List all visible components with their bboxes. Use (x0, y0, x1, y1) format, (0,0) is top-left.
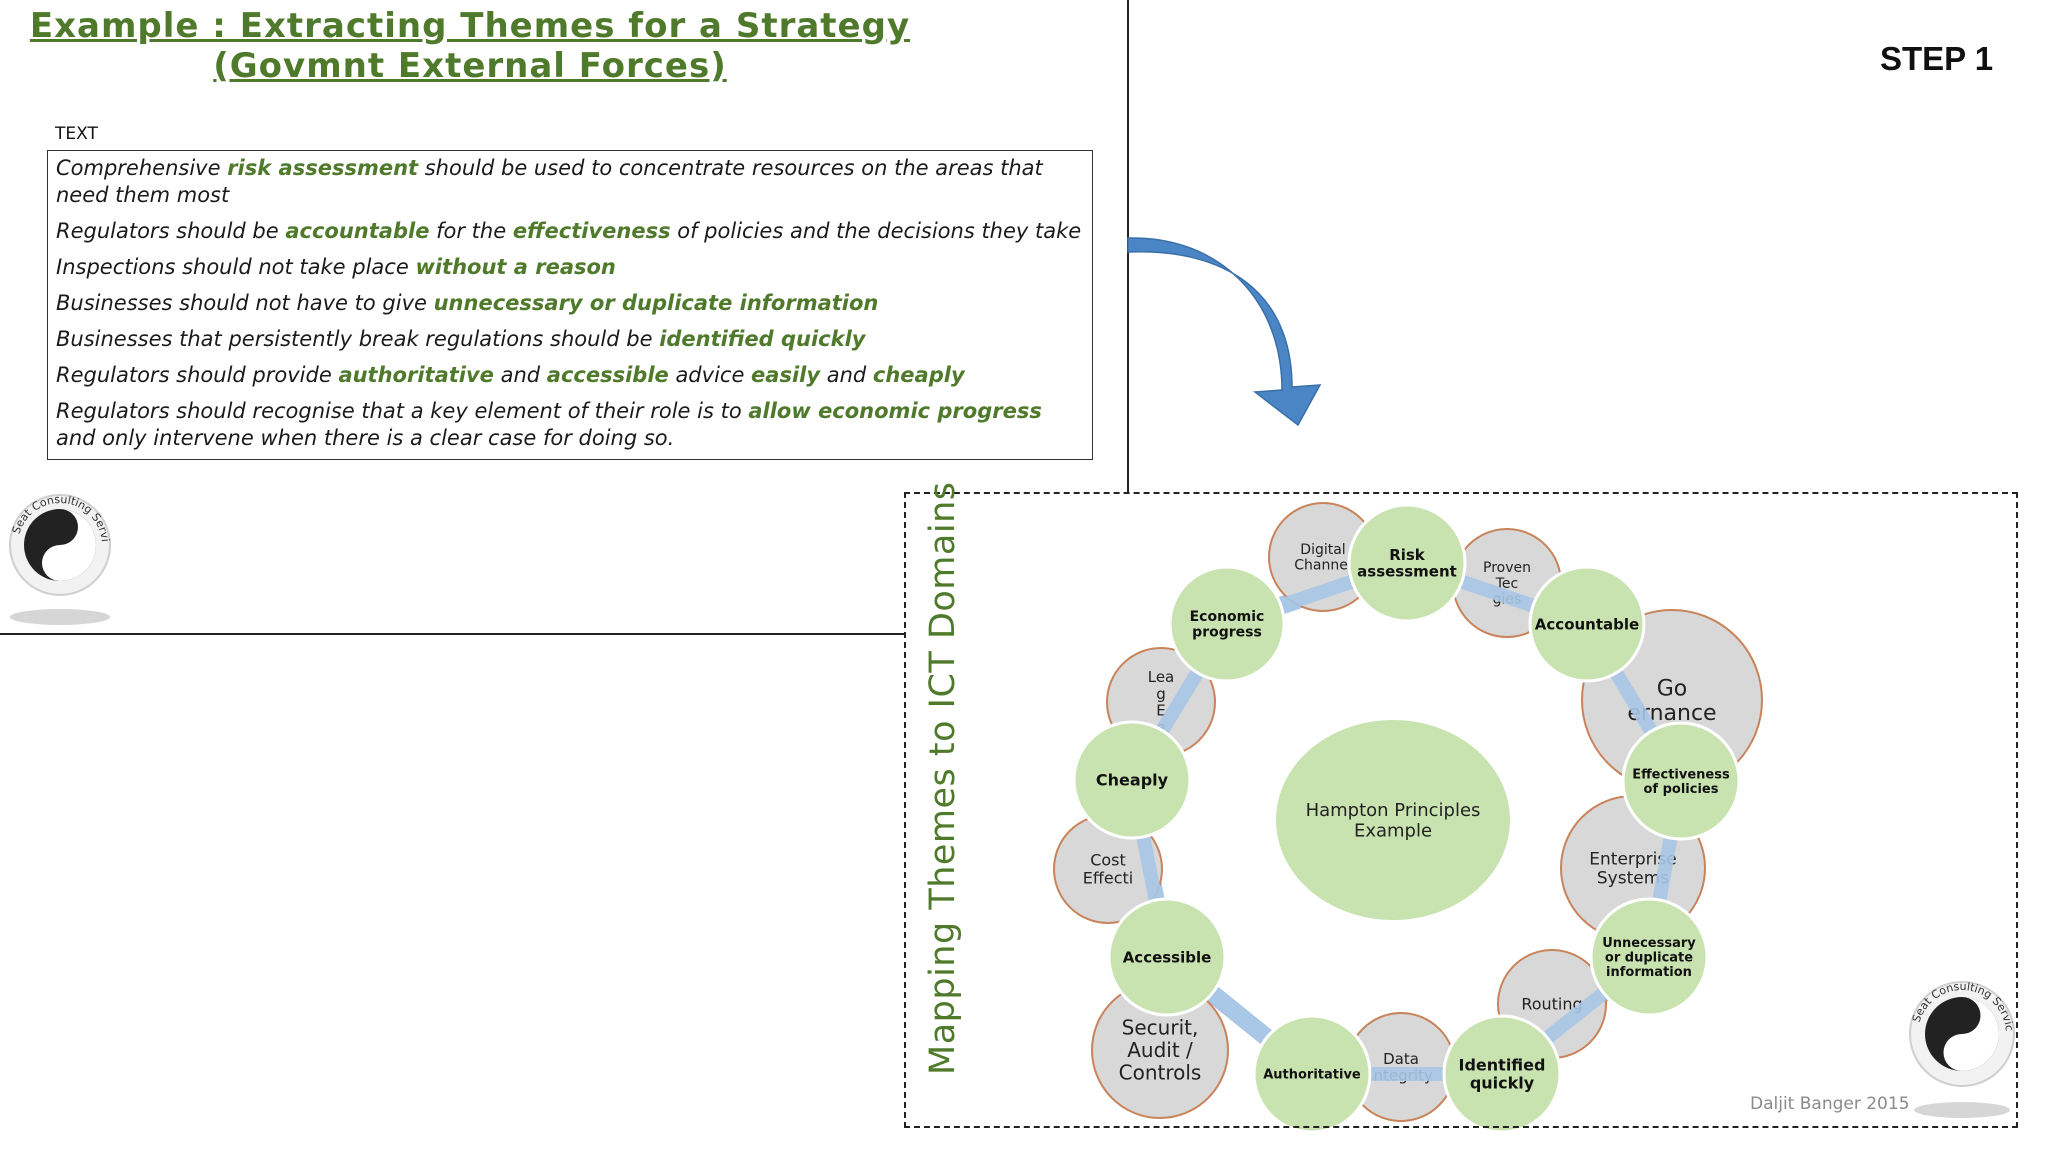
theme-circle (1168, 565, 1286, 683)
principle-text: and (493, 363, 547, 387)
ring-connector (1125, 556, 1688, 1081)
principle-text: for the (429, 219, 513, 243)
principle-text: and (820, 363, 873, 387)
principle-keyword: unnecessary or duplicate information (433, 291, 879, 315)
theme-circle (1107, 897, 1227, 1017)
principle-text: Businesses that persistently break regul… (56, 327, 660, 351)
theme-circle (1589, 897, 1709, 1017)
principle-text: Regulators should be (56, 219, 286, 243)
step-label: STEP 1 (1880, 40, 1994, 77)
theme-circle (1347, 503, 1467, 623)
principle-text: advice (668, 363, 752, 387)
theme-circle (1528, 565, 1646, 683)
theme-circle (1252, 1014, 1372, 1134)
theme-circle (1621, 721, 1741, 841)
principle-text: Businesses should not have to give (56, 291, 434, 315)
theme-label: Authoritative (1263, 1068, 1361, 1083)
principle-keyword: allow economic progress (748, 399, 1042, 423)
principle-line: Businesses should not have to give unnec… (56, 290, 1084, 317)
principle-line: Businesses that persistently break regul… (56, 326, 1084, 353)
slide-title: Example : Extracting Themes for a Strate… (20, 6, 920, 86)
domain-label: Securit,Audit /Controls (1119, 1016, 1202, 1085)
theme-label: Accessible (1123, 948, 1212, 966)
theme-label: Accountable (1535, 615, 1639, 633)
slide-title-line1: Example : Extracting Themes for a Strate… (29, 6, 911, 46)
principle-line: Regulators should provide authoritative … (56, 362, 1084, 389)
principle-line: Regulators should recognise that a key e… (56, 398, 1084, 452)
slide-title-line2: (Govmnt External Forces) (213, 46, 727, 86)
principle-text: Regulators should recognise that a key e… (56, 399, 749, 423)
principle-text: Comprehensive (56, 156, 228, 180)
curved-arrow-icon (1127, 237, 1322, 427)
diagram-frame (904, 492, 2018, 1128)
domain-label: Routing (1521, 995, 1582, 1014)
principle-keyword: risk assessment (227, 156, 419, 180)
theme-label: Cheaply (1096, 771, 1169, 790)
divider-horizontal (0, 633, 905, 635)
principle-line: Inspections should not take place withou… (56, 254, 1084, 281)
principle-text: Inspections should not take place (56, 255, 416, 279)
principle-keyword: cheaply (872, 363, 965, 387)
principle-keyword: identified quickly (659, 327, 866, 351)
author-credit: Daljit Banger 2015 (1750, 1094, 1910, 1114)
theme-circle (1072, 720, 1192, 840)
theme-circle (1442, 1014, 1562, 1134)
principle-text: Regulators should provide (56, 363, 339, 387)
principle-keyword: accountable (285, 219, 430, 243)
principle-line: Regulators should be accountable for the… (56, 218, 1084, 245)
principle-keyword: authoritative (338, 363, 494, 387)
principle-text: should be used to concentrate resources … (56, 156, 1043, 207)
principle-keyword: easily (751, 363, 821, 387)
principle-keyword: accessible (546, 363, 669, 387)
text-section-label: TEXT (55, 124, 98, 144)
principle-line: Comprehensive risk assessment should be … (56, 155, 1084, 209)
principle-text: of policies and the decisions they take (670, 219, 1082, 243)
principles-text-box: Comprehensive risk assessment should be … (47, 150, 1093, 460)
principle-text: and only intervene when there is a clear… (56, 426, 675, 450)
principle-keyword: effectiveness (512, 219, 671, 243)
diagram-vertical-title: Mapping Themes to ICT Domains (923, 481, 963, 1076)
principle-keyword: without a reason (415, 255, 616, 279)
company-logo-icon: Seat Consulting Services (9, 493, 112, 625)
center-ellipse (1276, 720, 1510, 920)
